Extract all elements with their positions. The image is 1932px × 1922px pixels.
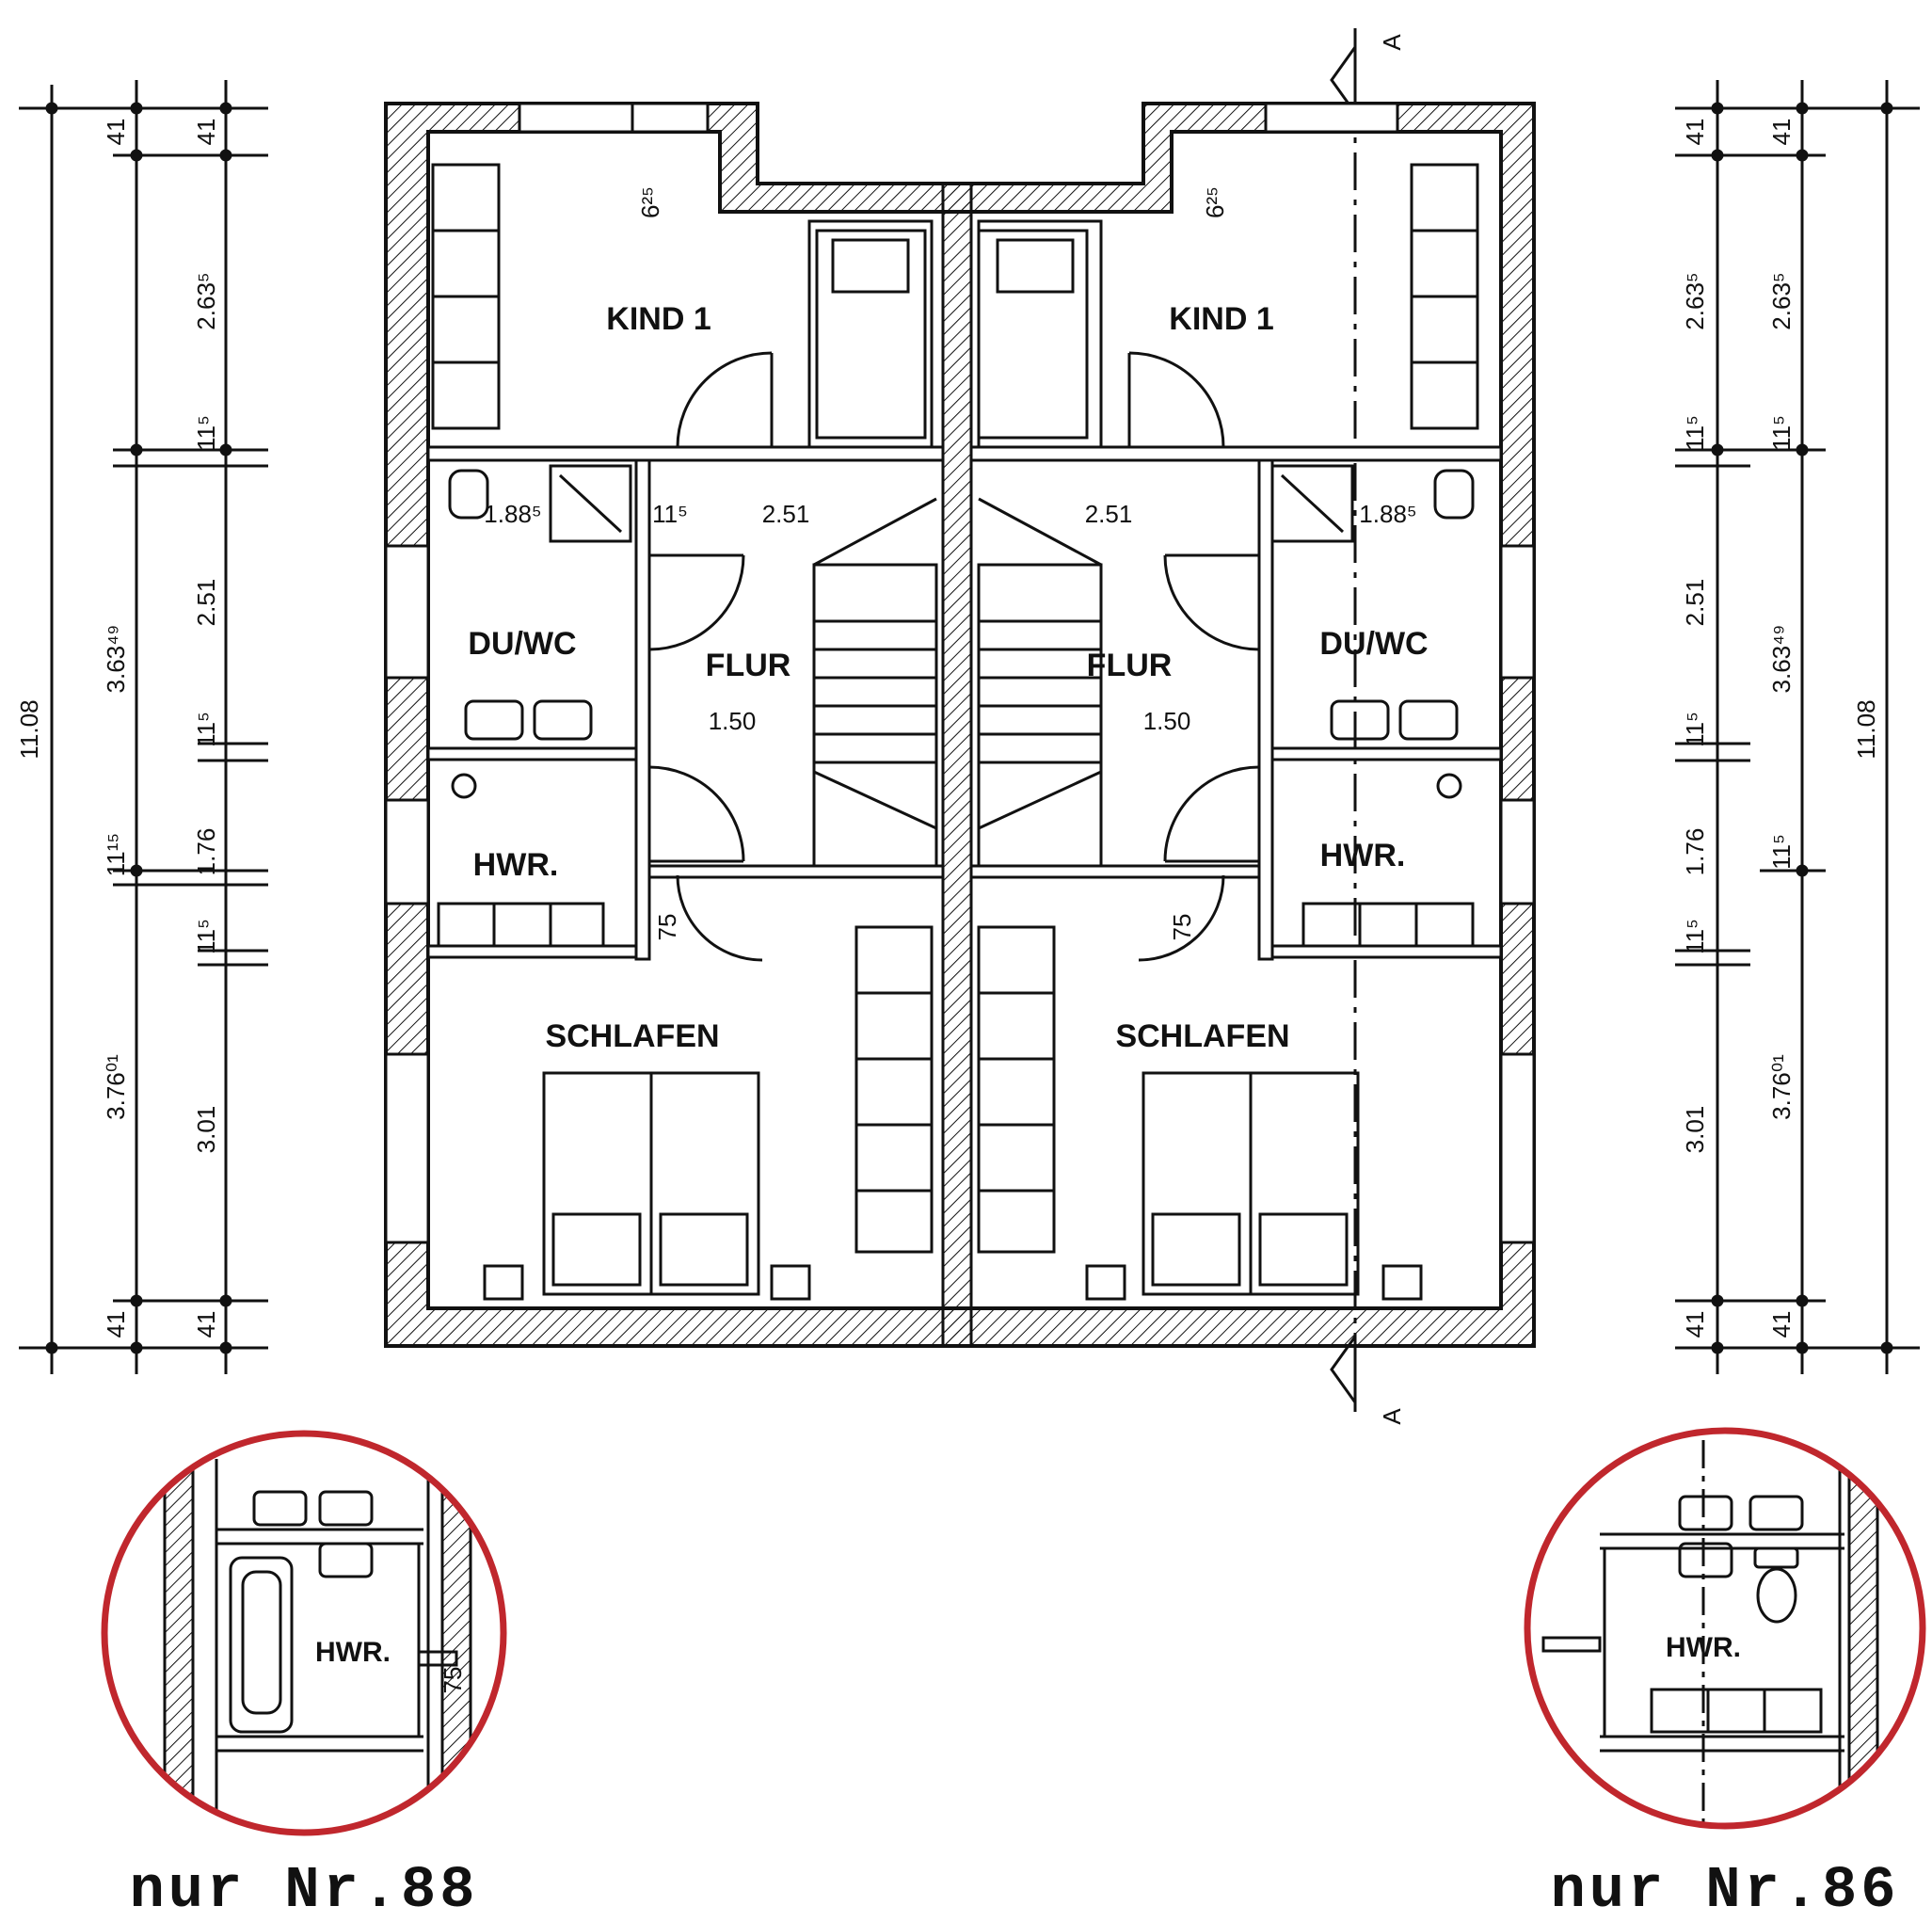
dim-left-unit-75: 75 — [653, 914, 681, 941]
dim-right-c2-4: 3.63⁴⁹ — [1767, 625, 1796, 694]
room-label-kind-left: KIND 1 — [606, 301, 711, 337]
dim-right-c1-5: 11⁵ — [1681, 712, 1709, 747]
detail-nr86-label: HWR. — [1666, 1632, 1741, 1663]
dim-left-c2-end: 41 — [102, 1311, 130, 1338]
dim-left-c3-1: 41 — [192, 119, 220, 146]
room-label-flur-right: FLUR — [1087, 648, 1173, 683]
dim-right-c2-1: 41 — [1767, 119, 1796, 146]
dim-right-unit-1885: 1.88⁵ — [1359, 500, 1416, 528]
dim-right-unit-150: 1.50 — [1143, 707, 1191, 735]
room-label-schlafen-left: SCHLAFEN — [545, 1018, 719, 1054]
dim-right-c2-5: 11⁵ — [1767, 834, 1796, 870]
dim-right-c1-7: 11⁵ — [1681, 919, 1709, 954]
dim-left-c3-4: 11⁵ — [192, 415, 220, 451]
dim-left-total: 11.08 — [15, 699, 43, 759]
dim-right-c2-7: 41 — [1767, 1311, 1796, 1338]
dim-right-c1-8: 3.01 — [1681, 1106, 1709, 1154]
detail-nr88: HWR. 75 nur Nr.88 — [101, 1430, 507, 1922]
room-label-du-right: DU/WC — [1319, 626, 1428, 662]
dim-left-unit-115: 11⁵ — [652, 500, 688, 528]
right-dimension-lines — [1675, 80, 1920, 1374]
dim-right-total: 11.08 — [1852, 699, 1880, 759]
dim-left-c3-8: 11⁵ — [192, 919, 220, 954]
room-label-kind-right: KIND 1 — [1169, 301, 1273, 337]
room-label-flur-left: FLUR — [706, 648, 791, 683]
left-dimension-lines — [19, 80, 268, 1374]
dim-right-c2-6: 3.76⁰¹ — [1767, 1054, 1796, 1120]
dim-left-unit-1885: 1.88⁵ — [484, 500, 541, 528]
section-mark-top: A — [1378, 34, 1406, 51]
detail-nr88-label: HWR. — [315, 1637, 391, 1668]
dim-right-c1-4: 2.51 — [1681, 579, 1709, 627]
dim-left-unit-251: 2.51 — [762, 500, 810, 528]
dim-right-c1-1: 41 — [1681, 119, 1709, 146]
dim-right-c2-2: 2.63⁵ — [1767, 272, 1796, 329]
room-label-schlafen-right: SCHLAFEN — [1115, 1018, 1289, 1054]
interior-walls — [426, 219, 1503, 961]
detail-nr88-dim: 75 — [439, 1667, 467, 1694]
detail-nr88-caption: nur Nr.88 — [130, 1857, 479, 1922]
dim-left-c3-9: 3.01 — [192, 1106, 220, 1154]
detail-nr86: HWR. nur Nr.86 — [1524, 1427, 1926, 1922]
room-label-du-left: DU/WC — [468, 626, 576, 662]
dim-left-c2-bottom: 3.76⁰¹ — [102, 1054, 130, 1120]
dim-left-unit-150: 1.50 — [709, 707, 757, 735]
dim-right-unit-251: 2.51 — [1085, 500, 1133, 528]
dim-right-c1-9: 41 — [1681, 1311, 1709, 1338]
detail-nr86-caption: nur Nr.86 — [1551, 1857, 1900, 1922]
dim-right-c2-3: 11⁵ — [1767, 415, 1796, 451]
section-line-a — [1330, 28, 1357, 1412]
left-unit-fixtures — [431, 163, 938, 1301]
dim-left-c2-top: 41 — [102, 119, 130, 146]
dim-right-unit-75: 75 — [1168, 914, 1196, 941]
dim-left-c3-10: 41 — [192, 1311, 220, 1338]
dim-left-c3-7: 1.76 — [192, 828, 220, 876]
room-label-hwr-right: HWR. — [1320, 838, 1406, 873]
right-unit-fixtures — [977, 163, 1479, 1301]
room-label-hwr-left: HWR. — [473, 847, 559, 883]
dim-left-c3-6: 11⁵ — [192, 712, 220, 747]
dim-right-c1-3: 11⁵ — [1681, 415, 1709, 451]
dim-right-c1-2: 2.63⁵ — [1681, 272, 1709, 329]
section-mark-bottom: A — [1378, 1408, 1406, 1425]
dim-left-unit-625: 6²⁵ — [636, 186, 664, 218]
windows — [384, 102, 1536, 1244]
exterior-walls — [384, 102, 1536, 1348]
dim-left-c3-5: 2.51 — [192, 579, 220, 627]
dim-left-c2-mid: 3.63⁴⁹ — [102, 625, 130, 694]
dim-right-c1-6: 1.76 — [1681, 828, 1709, 876]
dim-right-unit-625: 6²⁵ — [1201, 186, 1229, 218]
dim-left-c3-3: 2.63⁵ — [192, 272, 220, 329]
dim-left-c2-wall: 11¹⁵ — [102, 833, 130, 876]
